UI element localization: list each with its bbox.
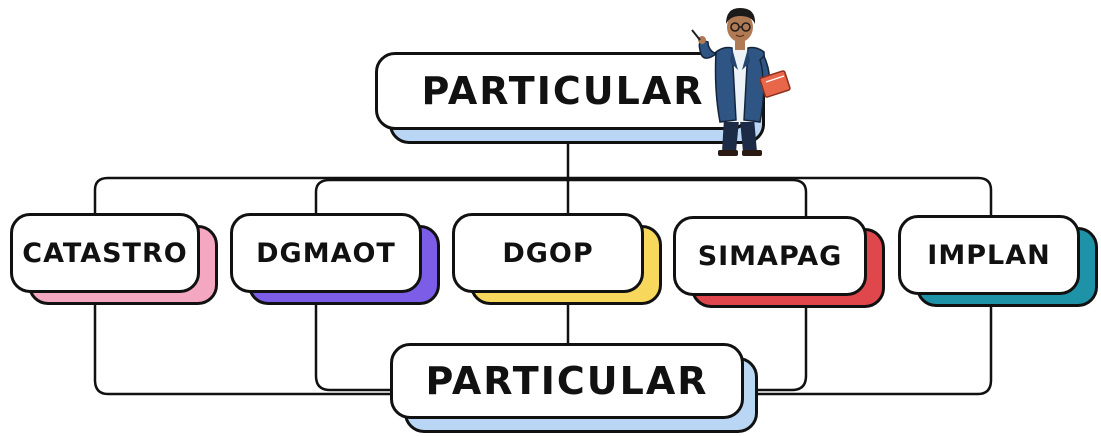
node-dgop: DGOP xyxy=(452,213,662,309)
node-implan-label: IMPLAN xyxy=(898,215,1080,295)
bracket-outer-top xyxy=(93,176,993,230)
bracket-inner-left-top xyxy=(314,178,570,230)
node-dgmaot: DGMAOT xyxy=(230,213,440,309)
node-simapag-label: SIMAPAG xyxy=(673,216,867,296)
teacher-presenter-icon xyxy=(691,8,791,156)
node-simapag: SIMAPAG xyxy=(673,216,885,312)
bracket-inner-bottom-left xyxy=(314,290,397,392)
top-node-label: PARTICULAR xyxy=(375,52,751,130)
bracket-outer-bottom-right xyxy=(753,298,993,396)
node-implan: IMPLAN xyxy=(898,215,1098,311)
top-node: PARTICULAR xyxy=(375,52,765,144)
node-dgmaot-label: DGMAOT xyxy=(230,213,422,293)
bottom-node: PARTICULAR xyxy=(390,343,758,433)
node-catastro-label: CATASTRO xyxy=(10,213,200,293)
bracket-outer-bottom xyxy=(93,290,397,396)
bottom-node-label: PARTICULAR xyxy=(390,343,744,419)
node-catastro: CATASTRO xyxy=(10,213,218,309)
bracket-inner-right-top xyxy=(566,178,808,230)
bracket-inner-bottom-right xyxy=(753,298,808,392)
node-dgop-label: DGOP xyxy=(452,213,644,293)
